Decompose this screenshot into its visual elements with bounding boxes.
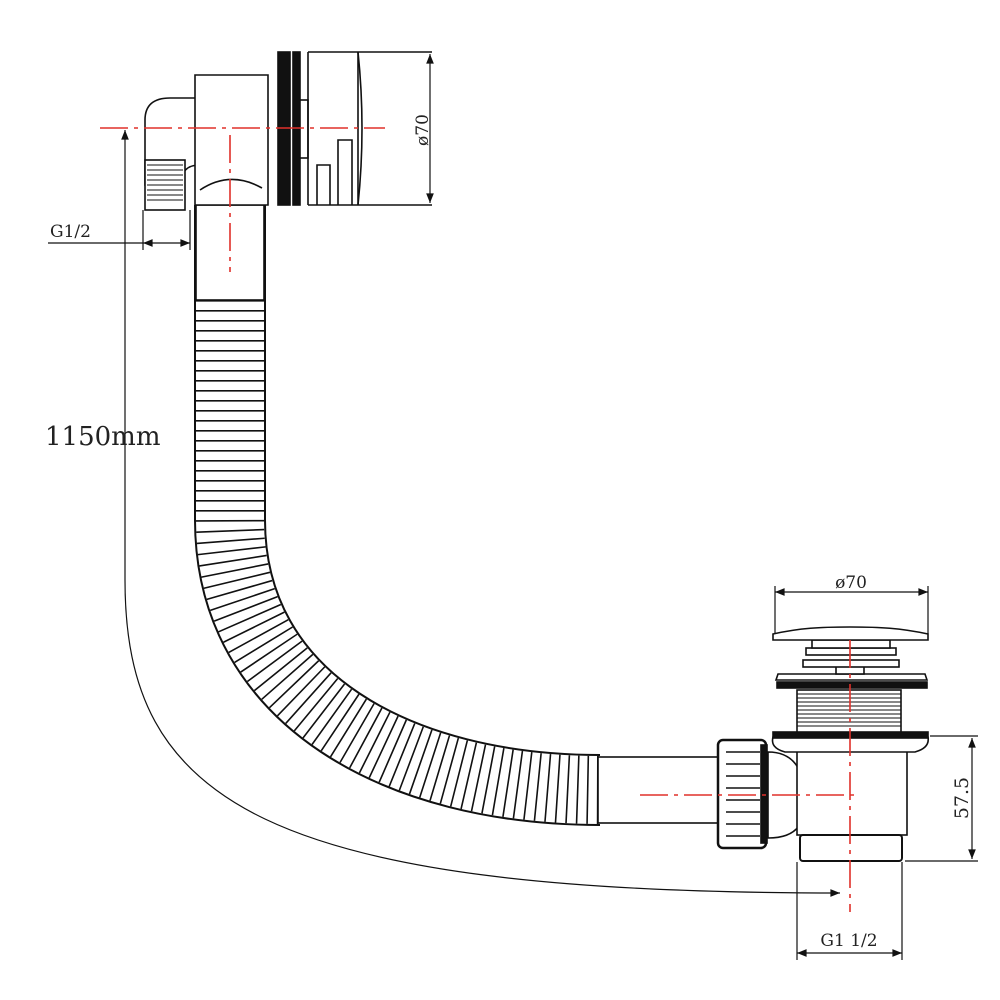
outlet-thread-label: G1 1/2 (820, 931, 877, 951)
waste-body (767, 626, 930, 862)
corrugated-hose (194, 204, 601, 826)
union-nut (716, 738, 768, 850)
hose-length-label: 1150mm (45, 422, 160, 452)
outlet-tube (597, 756, 721, 824)
top-diameter-label: ø70 (413, 114, 433, 146)
height-label: 57.5 (951, 777, 973, 819)
inlet-thread-label: G1/2 (50, 222, 91, 242)
overflow-assembly (144, 51, 432, 211)
bottom-diameter-label: ø70 (835, 573, 867, 593)
dimension-lines (48, 53, 978, 960)
